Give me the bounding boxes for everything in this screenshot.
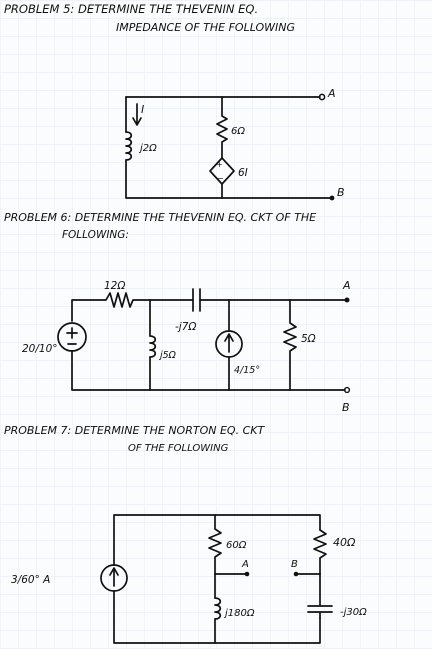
problem5-inductor-label: j2Ω — [138, 143, 157, 154]
problem5-terminal-a-node — [318, 93, 326, 101]
problem5-terminal-b-label: B — [337, 186, 345, 199]
problem6-title-line1: PROBLEM 6: DETERMINE THE THEVENIN EQ. CK… — [4, 211, 316, 224]
problem6-terminal-a-node — [344, 297, 350, 303]
problem7-current-source — [100, 564, 128, 592]
problem6-circuit — [57, 288, 351, 394]
problem7-terminal-b-node — [293, 571, 299, 577]
problem7-resistor-60 — [208, 514, 222, 575]
problem7-title-line2: OF THE FOLLOWING — [128, 443, 229, 454]
problem7-terminal-b-label: B — [291, 559, 298, 570]
problem6-title-line2: FOLLOWING: — [62, 229, 129, 241]
problem7-resistor-40 — [313, 529, 327, 575]
problem5-source-label: 6I — [238, 167, 248, 179]
problem7-resistor-60-label: 60Ω — [226, 540, 247, 551]
problem5-title-line1: PROBLEM 5: DETERMINE THE THEVENIN EQ. — [4, 2, 258, 16]
problem6-terminal-b-node — [343, 386, 351, 394]
problem5-resistor — [216, 96, 228, 159]
problem5-current-arrow — [132, 103, 142, 126]
problem5-circuit: + − — [125, 93, 335, 201]
problem6-inductor — [149, 335, 157, 358]
problem6-capacitor — [192, 288, 201, 312]
svg-text:+: + — [216, 160, 223, 169]
problem6-resistor-12 — [71, 292, 194, 322]
problem7-title-line1: PROBLEM 7: DETERMINE THE NORTON EQ. CKT — [4, 424, 265, 437]
problem5-resistor-label: 6Ω — [231, 126, 245, 137]
problem6-bottom-wire — [71, 350, 346, 391]
problem6-resistor-12-label: 12Ω — [104, 280, 125, 292]
problem7-capacitor — [307, 573, 333, 619]
problem6-source-label: 20/10° — [22, 343, 58, 355]
problem6-terminal-b-label: B — [342, 401, 350, 414]
problem5-title-line2: IMPEDANCE OF THE FOLLOWING — [116, 21, 295, 34]
problem5-current-label: I — [141, 103, 144, 116]
svg-text:−: − — [217, 174, 224, 183]
problem6-inductor-label: j5Ω — [158, 350, 177, 361]
problem7-bottom-wire — [113, 590, 321, 644]
problem7-inductor — [214, 597, 222, 620]
problem7-resistor-40-label: 40Ω — [333, 536, 356, 549]
problem7-capacitor-label: -j30Ω — [340, 607, 367, 618]
problem7-terminal-a-node — [244, 571, 250, 577]
problem6-resistor-5-label: 5Ω — [301, 333, 316, 345]
problem5-bottom-wire — [125, 159, 331, 199]
problem6-current-source-label: 4/15° — [234, 365, 260, 376]
problem7-source-label: 3/60° A — [11, 574, 50, 586]
problem6-resistor-5 — [283, 299, 297, 391]
problem6-capacitor-label: -j7Ω — [175, 321, 196, 333]
problem5-inductor — [125, 131, 133, 161]
problem7-circuit — [100, 514, 333, 644]
problem7-top-wire — [113, 514, 321, 566]
problem7-terminal-a-label: A — [241, 559, 249, 570]
problem5-terminal-b-node — [329, 195, 335, 201]
problem6-terminal-a-label: A — [342, 279, 351, 292]
problem5-terminal-a-label: A — [327, 87, 336, 100]
problem7-inductor-label: j180Ω — [223, 608, 255, 619]
